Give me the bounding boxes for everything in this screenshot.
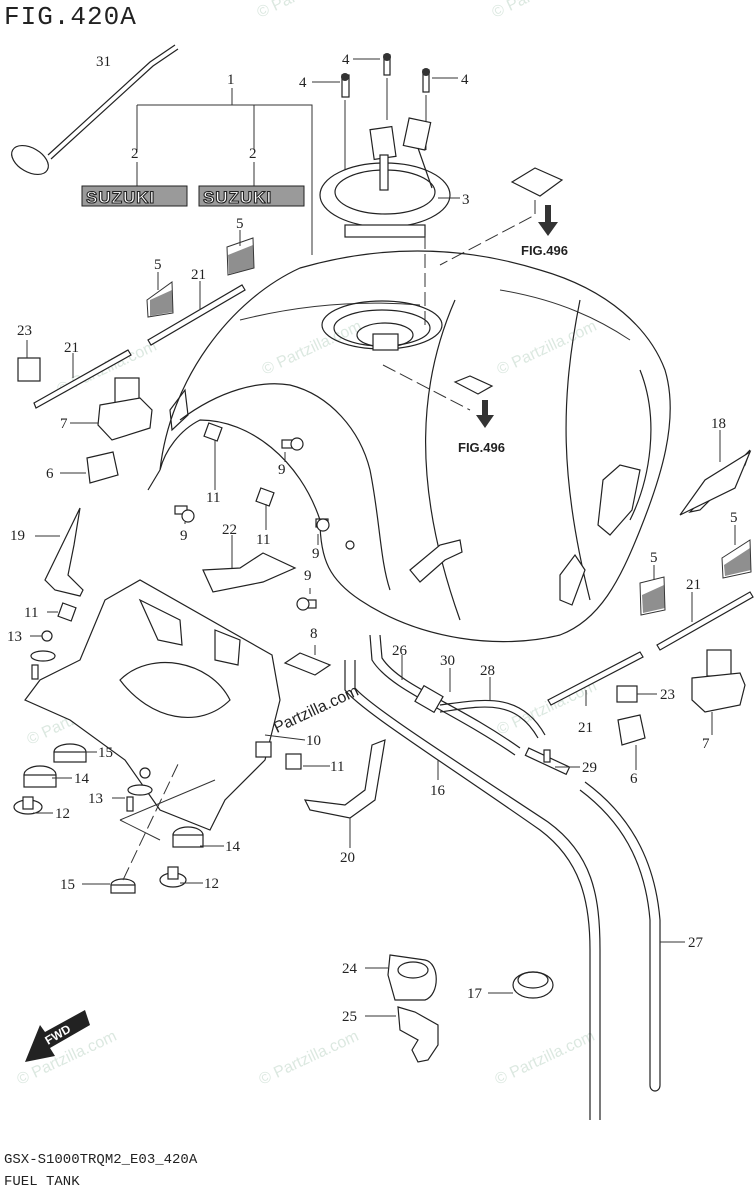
- callout-21[interactable]: 21: [578, 720, 593, 736]
- watermark: © Partzilla.com: [257, 1028, 362, 1089]
- callout-1[interactable]: 1: [227, 72, 235, 88]
- figure-title: FIG.420A: [4, 2, 137, 32]
- callout-6[interactable]: 6: [630, 771, 638, 787]
- part-18-label[interactable]: [679, 430, 752, 516]
- part-22-sheet[interactable]: [202, 535, 297, 593]
- watermark: © Partzilla.com: [493, 1028, 598, 1089]
- callout-4[interactable]: 4: [342, 52, 350, 68]
- part-29-joint[interactable]: [524, 747, 580, 776]
- part-10-bracket[interactable]: [24, 579, 306, 831]
- fig-496-reference-middle[interactable]: FIG.496: [382, 364, 505, 455]
- part-8-pad[interactable]: [283, 645, 332, 676]
- callout-23[interactable]: 23: [17, 323, 32, 339]
- callout-9[interactable]: 9: [312, 546, 320, 562]
- callout-21[interactable]: 21: [191, 267, 206, 283]
- callout-19[interactable]: 19: [10, 528, 25, 544]
- figure-name: FUEL TANK: [4, 1174, 80, 1190]
- callout-7[interactable]: 7: [702, 736, 710, 752]
- callout-6[interactable]: 6: [46, 466, 54, 482]
- callout-5[interactable]: 5: [154, 257, 162, 273]
- callout-22[interactable]: 22: [222, 522, 237, 538]
- callout-9[interactable]: 9: [278, 462, 286, 478]
- part-7-cushions[interactable]: [70, 377, 746, 735]
- part-24-clamp[interactable]: [365, 954, 437, 1001]
- callout-12[interactable]: 12: [55, 806, 70, 822]
- callout-11[interactable]: 11: [256, 532, 270, 548]
- part-2-emblem-left[interactable]: SUZUKI: [81, 185, 188, 208]
- part-13-bolts[interactable]: [30, 630, 216, 841]
- part-9-bolts[interactable]: [174, 437, 330, 611]
- part-6-cushions[interactable]: [60, 451, 646, 770]
- callout-15[interactable]: 15: [98, 745, 113, 761]
- watermark: © Partzilla.com: [495, 318, 600, 379]
- callout-5[interactable]: 5: [730, 510, 738, 526]
- part-1-fuel-tank[interactable]: [147, 250, 671, 643]
- callout-2[interactable]: 2: [131, 146, 139, 162]
- callout-10[interactable]: 10: [306, 733, 321, 749]
- fig-ref-label: FIG.496: [458, 440, 505, 455]
- callout-13[interactable]: 13: [7, 629, 22, 645]
- figure-code: GSX-S1000TRQM2_E03_420A: [4, 1152, 198, 1168]
- callout-24[interactable]: 24: [342, 961, 358, 977]
- callout-5[interactable]: 5: [236, 216, 244, 232]
- callout-4[interactable]: 4: [299, 75, 307, 91]
- callout-21[interactable]: 21: [686, 577, 701, 593]
- callout-2[interactable]: 2: [249, 146, 257, 162]
- watermark: © Partzilla.com: [260, 318, 365, 379]
- part-23-cushions[interactable]: [17, 340, 657, 703]
- fig-496-reference-top[interactable]: FIG.496: [439, 167, 568, 266]
- part-11-nuts[interactable]: [47, 422, 330, 770]
- callout-11[interactable]: 11: [330, 759, 344, 775]
- part-21-strips[interactable]: [33, 281, 754, 706]
- part-19-bracket[interactable]: [35, 507, 84, 597]
- callout-23[interactable]: 23: [660, 687, 675, 703]
- callout-5[interactable]: 5: [650, 550, 658, 566]
- callout-4[interactable]: 4: [461, 72, 469, 88]
- part-16-hose[interactable]: [344, 660, 601, 1120]
- callout-26[interactable]: 26: [392, 643, 408, 659]
- watermark: © Partzilla.com: [490, 0, 595, 22]
- watermark: © Partzilla.com: [255, 0, 360, 22]
- callout-7[interactable]: 7: [60, 416, 68, 432]
- callout-17[interactable]: 17: [467, 986, 483, 1002]
- leader-1: [136, 88, 313, 255]
- callout-9[interactable]: 9: [304, 568, 312, 584]
- callout-29[interactable]: 29: [582, 760, 597, 776]
- callout-11[interactable]: 11: [24, 605, 38, 621]
- callout-13[interactable]: 13: [88, 791, 103, 807]
- callout-20[interactable]: 20: [340, 850, 355, 866]
- callout-12[interactable]: 12: [204, 876, 219, 892]
- part-25-clamp[interactable]: [365, 1006, 439, 1063]
- callout-18[interactable]: 18: [711, 416, 726, 432]
- callout-9[interactable]: 9: [180, 528, 188, 544]
- callout-8[interactable]: 8: [310, 626, 318, 642]
- part-30-clamp[interactable]: [414, 668, 451, 714]
- callout-3[interactable]: 3: [462, 192, 470, 208]
- fig-ref-label: FIG.496: [521, 243, 568, 258]
- callout-labels: 31 1 2 2 4 4 4 3 5 5 21 23 21 7 6 9 11 9…: [7, 52, 738, 1025]
- callout-16[interactable]: 16: [430, 783, 446, 799]
- watermarks: © Partzilla.com © Partzilla.com © Partzi…: [15, 0, 600, 1089]
- callout-30[interactable]: 30: [440, 653, 455, 669]
- part-2-emblem-right[interactable]: SUZUKI: [198, 185, 305, 208]
- part-31-tool[interactable]: [7, 44, 179, 180]
- part-27-hose[interactable]: [579, 781, 685, 1092]
- part-17-clamp[interactable]: [488, 971, 554, 999]
- emblem-text: SUZUKI: [203, 188, 272, 207]
- part-28-hose[interactable]: [439, 677, 546, 739]
- callout-31[interactable]: 31: [96, 54, 111, 70]
- callout-11[interactable]: 11: [206, 490, 220, 506]
- part-5-pads[interactable]: [146, 230, 752, 616]
- part-3-fuel-cap[interactable]: [319, 117, 460, 330]
- emblem-text: SUZUKI: [86, 188, 155, 207]
- callout-27[interactable]: 27: [688, 935, 704, 951]
- callout-28[interactable]: 28: [480, 663, 495, 679]
- callout-25[interactable]: 25: [342, 1009, 357, 1025]
- callout-14[interactable]: 14: [74, 771, 90, 787]
- callout-14[interactable]: 14: [225, 839, 241, 855]
- part-14-15-12-cushions[interactable]: [13, 743, 224, 894]
- callout-15[interactable]: 15: [60, 877, 75, 893]
- callout-21[interactable]: 21: [64, 340, 79, 356]
- part-20-bracket[interactable]: [303, 739, 386, 848]
